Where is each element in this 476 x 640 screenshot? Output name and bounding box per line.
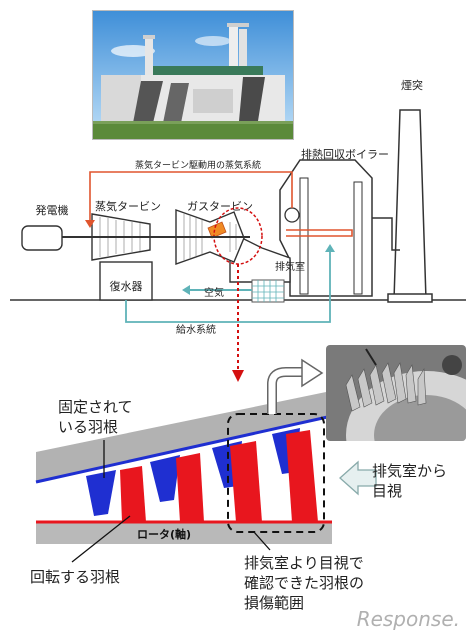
- rotating-blade-3: [230, 441, 262, 522]
- feedwater-arrow: [325, 244, 335, 252]
- fixed-blade-2: [150, 455, 180, 502]
- damage-range-line3: 損傷範囲: [244, 594, 304, 612]
- curved-arrow-inner: [268, 368, 304, 414]
- steam-system-label: 蒸気タービン駆動用の蒸気系統: [135, 159, 261, 171]
- hrsg-label: 排熱回収ボイラー: [301, 147, 389, 161]
- steam-loop-hrsg: [286, 229, 353, 237]
- damage-range-line1: 排気室より目視で: [244, 554, 364, 572]
- view-label-line1: 排気室から: [372, 462, 447, 480]
- rotating-blade-2: [176, 453, 204, 522]
- chimney-base: [387, 293, 433, 303]
- air-arrow: [182, 285, 190, 295]
- steam-system-line: [89, 171, 293, 222]
- fixed-blade-label-line1: 固定されて: [58, 398, 133, 416]
- steam-arrow: [85, 220, 95, 228]
- gas-turbine-label: ガスタービン: [187, 200, 253, 213]
- condenser-shape: [99, 261, 153, 301]
- rotating-blade-label: 回転する羽根: [30, 568, 120, 586]
- generator-label: 発電機: [36, 203, 69, 217]
- rotor-label: ロータ(軸): [137, 527, 191, 541]
- exhaust-chamber-shape: [229, 230, 291, 283]
- power-plant-photo: [92, 10, 294, 140]
- chimney-label: 煙突: [401, 78, 423, 92]
- feedwater-line: [125, 250, 331, 323]
- chimney-duct: [368, 217, 400, 251]
- condenser-label: 復水器: [110, 280, 143, 293]
- air-label: 空気: [204, 286, 224, 299]
- hrsg-pillar-right: [353, 181, 363, 295]
- air-filter-grid: [252, 280, 284, 302]
- air-filter: [251, 279, 285, 303]
- damage-range-line2: 確認できた羽根の: [244, 574, 364, 592]
- damage-range-pointer: [253, 531, 271, 551]
- chimney-shape: [393, 109, 427, 301]
- rotating-blade-1: [120, 466, 146, 522]
- turbine-blade-photo-image: [326, 345, 466, 441]
- rotating-blade-4: [286, 430, 318, 522]
- hrsg-drum: [284, 207, 300, 223]
- rotor-band: [36, 522, 332, 544]
- generator-shape: [21, 225, 63, 251]
- exhaust-chamber-label: 排気室: [275, 260, 305, 273]
- casing-band: [36, 392, 332, 482]
- combustor-flame: [207, 221, 227, 239]
- view-arrow: [339, 460, 377, 496]
- dotted-arrow-head: [232, 370, 244, 382]
- fixed-blade-1: [86, 470, 116, 516]
- watermark-logo: Response.: [357, 607, 460, 631]
- curved-arrow-head: [301, 358, 324, 388]
- feedwater-label: 給水系統: [176, 323, 216, 336]
- fixed-blade-label-line2: いる羽根: [58, 418, 118, 436]
- casing-edge: [35, 414, 333, 484]
- view-label-line2: 目視: [372, 482, 402, 500]
- power-plant-photo-image: [93, 11, 293, 139]
- steam-turbine-label: 蒸気タービン: [95, 199, 161, 213]
- turbine-blade-photo: [326, 345, 466, 441]
- hrsg-shape: [279, 159, 373, 297]
- rotating-blade-pointer: [71, 515, 131, 563]
